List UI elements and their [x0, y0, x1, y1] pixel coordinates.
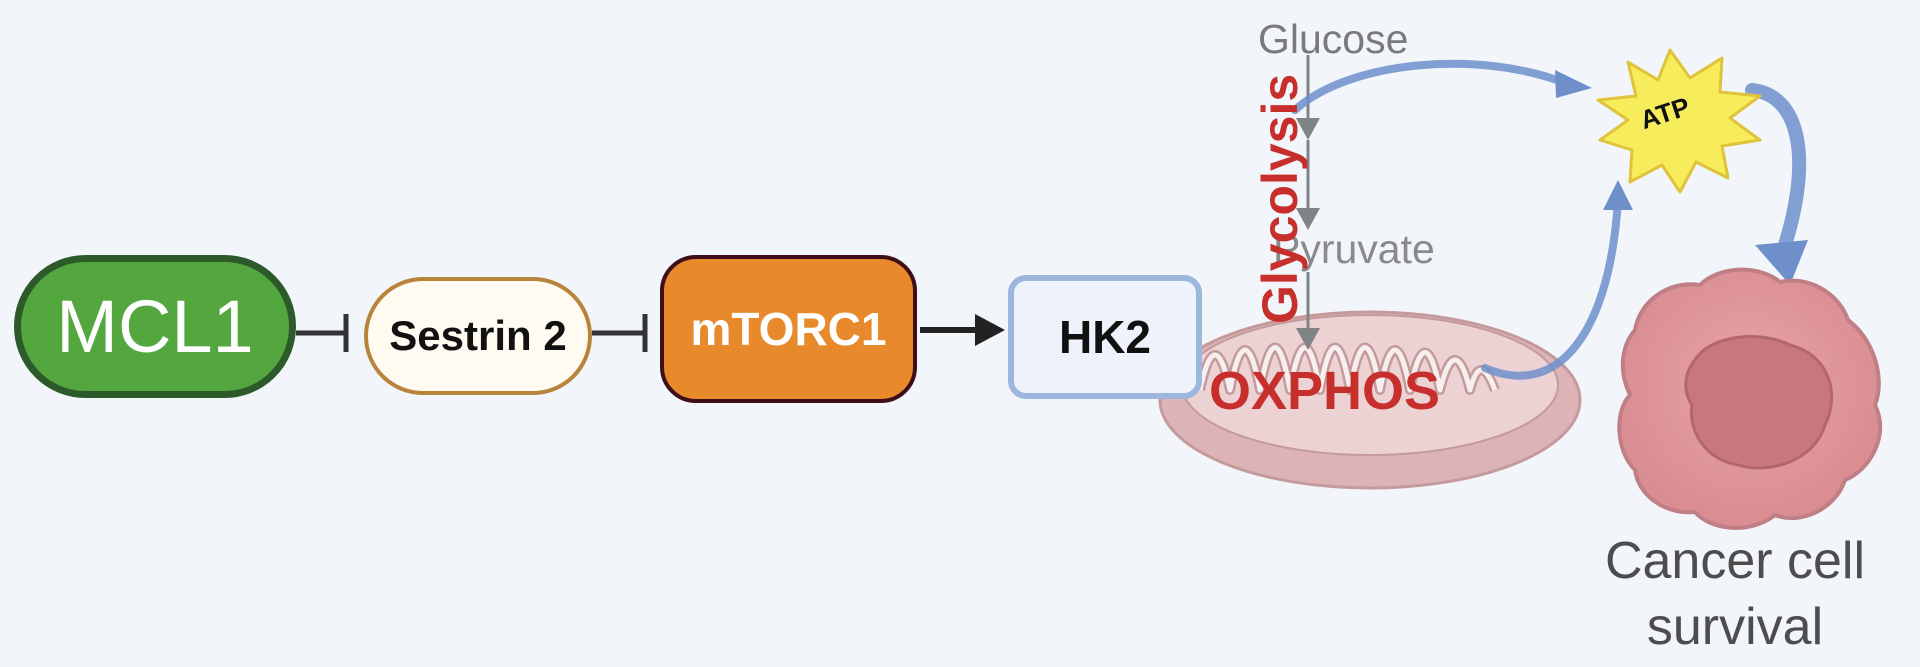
- cancer-cell-survival-label: Cancer cell survival: [1570, 528, 1900, 660]
- glycolysis-label: Glycolysis: [1252, 73, 1308, 324]
- mtorc1-node: mTORC1: [660, 255, 917, 403]
- sestrin2-node: Sestrin 2: [364, 277, 592, 395]
- mtorc1-label: mTORC1: [690, 303, 887, 355]
- sestrin2-label: Sestrin 2: [389, 312, 567, 359]
- inhibit-sestrin-mtorc1: [592, 314, 648, 352]
- inhibit-mcl1-sestrin: [296, 314, 349, 352]
- cancer-cell-illustration: [1617, 267, 1883, 530]
- survival-line-1: Cancer cell: [1604, 532, 1866, 590]
- glycolysis-flow-arrows: [1296, 55, 1320, 350]
- survival-line-2: survival: [1646, 598, 1824, 656]
- atp-flow-arrows: [1291, 59, 1808, 380]
- glucose-label: Glucose: [1258, 16, 1409, 62]
- hk2-label: HK2: [1058, 311, 1152, 363]
- oxphos-label: OXPHOS: [1209, 361, 1441, 421]
- atp-starburst: [1596, 48, 1762, 194]
- hk2-node: HK2: [1008, 275, 1202, 399]
- pyruvate-label: Pyruvate: [1273, 226, 1435, 272]
- mcl1-node: MCL1: [14, 255, 296, 398]
- mcl1-label: MCL1: [56, 285, 254, 368]
- mitochondrion-illustration: [1158, 310, 1582, 490]
- activate-mtorc1-hk2: [920, 314, 1005, 346]
